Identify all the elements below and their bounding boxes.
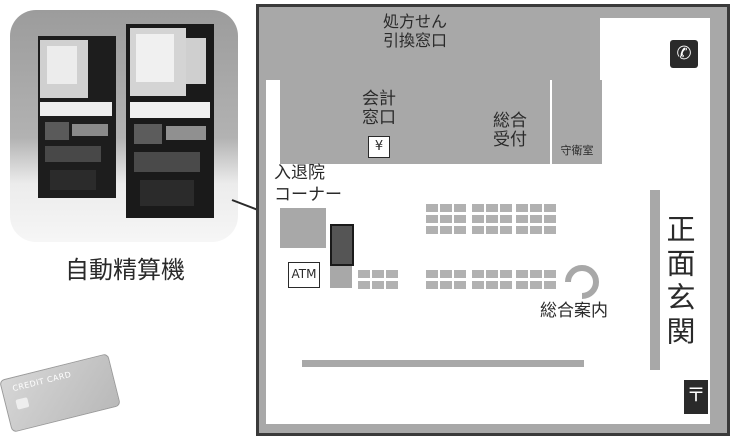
guard-room-divider	[550, 80, 552, 164]
seat	[386, 281, 398, 289]
seat	[440, 204, 452, 212]
payment-machine-photo	[10, 10, 238, 242]
admission-corner-label: 入退院 コーナー	[274, 163, 342, 205]
seat	[530, 215, 542, 223]
seat	[426, 204, 438, 212]
guard-room-label: 守衛室	[560, 144, 594, 157]
seat	[530, 204, 542, 212]
seat	[454, 215, 466, 223]
seat	[500, 270, 512, 278]
seat	[544, 281, 556, 289]
seat	[544, 270, 556, 278]
entrance-corridor	[650, 80, 710, 190]
seat	[516, 270, 528, 278]
seat	[472, 204, 484, 212]
seat	[426, 226, 438, 234]
lower-lobby	[266, 370, 710, 424]
admission-block	[280, 208, 326, 248]
entrance-door-strip	[660, 190, 710, 370]
seat	[516, 226, 528, 234]
seat	[358, 281, 370, 289]
seat	[386, 270, 398, 278]
atm-block	[330, 266, 352, 288]
seat	[372, 281, 384, 289]
seat	[516, 215, 528, 223]
seat	[530, 270, 542, 278]
counter-block	[280, 80, 602, 164]
seat	[486, 204, 498, 212]
seat	[516, 281, 528, 289]
seat	[426, 281, 438, 289]
seat	[440, 270, 452, 278]
seat	[486, 270, 498, 278]
seat	[500, 281, 512, 289]
seat	[454, 226, 466, 234]
seat	[440, 215, 452, 223]
main-entrance-label: 正面玄関	[662, 214, 696, 350]
seat	[530, 281, 542, 289]
prescription-window-label: 処方せん 引換窓口	[382, 12, 447, 50]
long-bench	[302, 360, 584, 367]
information-label: 総合案内	[540, 301, 608, 321]
seat	[358, 270, 370, 278]
seat	[440, 226, 452, 234]
seat	[426, 270, 438, 278]
seat	[472, 226, 484, 234]
telephone-icon: ✆	[670, 40, 698, 68]
seat	[486, 281, 498, 289]
seat	[454, 281, 466, 289]
accounting-window-label: 会計 窓口	[362, 89, 396, 128]
seat	[516, 204, 528, 212]
seat	[500, 215, 512, 223]
atm-label: ATM	[291, 267, 317, 281]
seat	[530, 226, 542, 234]
seat	[500, 204, 512, 212]
card-chip	[15, 397, 30, 410]
photo-of-payment-machines	[38, 24, 214, 218]
seat	[544, 226, 556, 234]
seat	[472, 281, 484, 289]
general-reception-label: 総合 受付	[493, 111, 527, 150]
machine-caption: 自動精算機	[65, 256, 185, 284]
seat	[440, 281, 452, 289]
seat	[544, 204, 556, 212]
yen-symbol-badge: ¥	[368, 136, 390, 158]
seat	[426, 215, 438, 223]
seat	[454, 204, 466, 212]
payment-machine-marker	[330, 224, 354, 266]
seat	[500, 226, 512, 234]
atm-badge: ATM	[288, 262, 320, 288]
seat	[486, 226, 498, 234]
seat	[454, 270, 466, 278]
postbox-icon: 〒	[684, 380, 708, 414]
seat	[472, 215, 484, 223]
yen-symbol: ¥	[374, 139, 384, 154]
seat	[544, 215, 556, 223]
seat	[472, 270, 484, 278]
seat	[372, 270, 384, 278]
seat	[486, 215, 498, 223]
information-desk-icon	[565, 265, 599, 299]
